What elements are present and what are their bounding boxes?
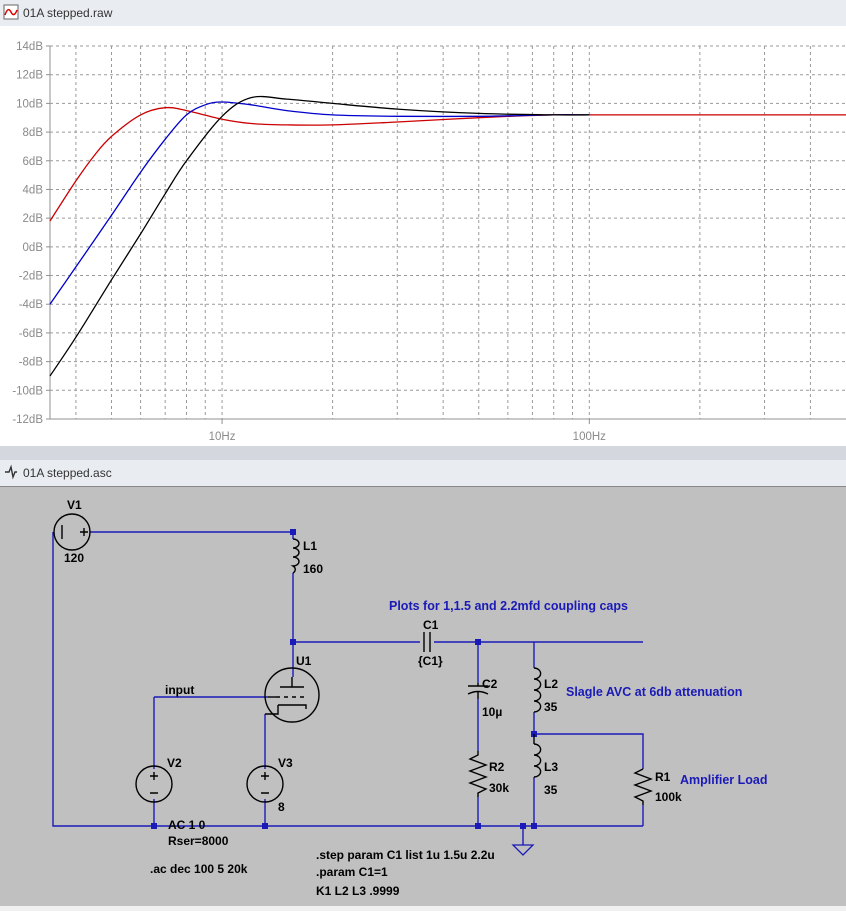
plot-window-title: 01A stepped.raw [23, 6, 113, 20]
v3-source[interactable] [246, 765, 284, 803]
plot-pane[interactable]: 14dB 12dB 10dB 8dB 6dB 4dB 2dB 0dB -2dB -4dB -6dB -… [0, 26, 846, 446]
c2-capacitor[interactable] [467, 683, 489, 699]
c2-name: C2 [482, 677, 498, 691]
y-tick-label: -2dB [19, 271, 44, 283]
v2-value-line1: AC 1 0 [168, 818, 206, 832]
v1-name: V1 [67, 498, 82, 512]
load-note: Amplifier Load [680, 773, 768, 787]
l2-value: 35 [544, 700, 558, 714]
r1-resistor[interactable] [633, 768, 653, 805]
l1-value: 160 [303, 562, 323, 576]
v3-name: V3 [278, 756, 293, 770]
y-tick-label: 2dB [23, 213, 44, 225]
y-axis-ticks: 14dB 12dB 10dB 8dB 6dB 4dB 2dB 0dB -2dB -4dB -6dB -… [12, 41, 43, 426]
u1-triode[interactable] [264, 667, 320, 723]
plot-curves [49, 95, 846, 377]
x-tick-label: 10Hz [209, 431, 236, 443]
input-net-label: input [165, 683, 194, 697]
c2-value: 10µ [482, 705, 502, 719]
y-tick-label: -6dB [19, 328, 44, 340]
y-tick-label: 14dB [16, 41, 43, 53]
y-tick-label: -12dB [12, 414, 43, 426]
pane-separator[interactable] [0, 446, 846, 460]
v2-name: V2 [167, 756, 182, 770]
ground-icon [511, 844, 535, 856]
x-tick-label: 100Hz [573, 431, 606, 443]
junctions [151, 529, 537, 829]
y-tick-label: -10dB [12, 385, 43, 397]
plot-grid [46, 45, 846, 424]
y-tick-label: 12dB [16, 70, 43, 82]
v3-value: 8 [278, 800, 285, 814]
l3-inductor[interactable] [533, 734, 542, 778]
l1-inductor[interactable] [290, 538, 300, 574]
r1-value: 100k [655, 790, 682, 804]
schematic-window-titlebar[interactable]: 01A stepped.asc [0, 460, 846, 487]
y-tick-label: 4dB [23, 184, 44, 196]
schematic-pane[interactable]: V1 120 L1 160 U1 C1 {C1} C2 10µ R2 30k L… [0, 486, 846, 906]
c1-capacitor[interactable] [420, 632, 434, 652]
bode-plot[interactable]: 14dB 12dB 10dB 8dB 6dB 4dB 2dB 0dB -2dB -4dB -6dB -… [0, 26, 846, 446]
r2-name: R2 [489, 760, 505, 774]
series-line-2 [49, 95, 590, 377]
series-line-0 [49, 106, 846, 222]
r1-name: R1 [655, 770, 671, 784]
schematic-window-title: 01A stepped.asc [23, 466, 112, 480]
c1-name: C1 [423, 618, 439, 632]
y-tick-label: -8dB [19, 357, 44, 369]
param-directive: .param C1=1 [316, 865, 388, 879]
step-directive: .step param C1 list 1u 1.5u 2.2u [316, 848, 495, 862]
y-tick-label: 10dB [16, 98, 43, 110]
l1-name: L1 [303, 539, 317, 553]
l3-value: 35 [544, 783, 558, 797]
r2-value: 30k [489, 781, 509, 795]
l2-name: L2 [544, 677, 558, 691]
r2-resistor[interactable] [468, 751, 488, 797]
plot-window-titlebar[interactable]: 01A stepped.raw [0, 0, 846, 27]
series-line-1 [49, 101, 590, 305]
schematic-icon [5, 464, 17, 480]
y-tick-label: 8dB [23, 127, 44, 139]
coupling-directive: K1 L2 L3 .9999 [316, 884, 400, 898]
plots-note: Plots for 1,1.5 and 2.2mfd coupling caps [389, 599, 628, 613]
v2-source[interactable] [135, 765, 173, 803]
v1-source[interactable] [53, 513, 91, 551]
ac-directive: .ac dec 100 5 20k [150, 862, 248, 876]
c1-value: {C1} [418, 654, 443, 668]
l3-name: L3 [544, 760, 558, 774]
v2-value-line2: Rser=8000 [168, 834, 229, 848]
u1-name: U1 [296, 654, 312, 668]
y-tick-label: -4dB [19, 299, 44, 311]
y-tick-label: 0dB [23, 242, 44, 254]
waveform-icon [3, 4, 19, 20]
avc-note: Slagle AVC at 6db attenuation [566, 685, 742, 699]
x-axis-ticks: 10Hz 100Hz [209, 431, 607, 443]
v1-value: 120 [64, 551, 84, 565]
schematic-canvas[interactable]: V1 120 L1 160 U1 C1 {C1} C2 10µ R2 30k L… [0, 487, 846, 906]
l2-inductor[interactable] [533, 667, 542, 713]
y-tick-label: 6dB [23, 156, 44, 168]
